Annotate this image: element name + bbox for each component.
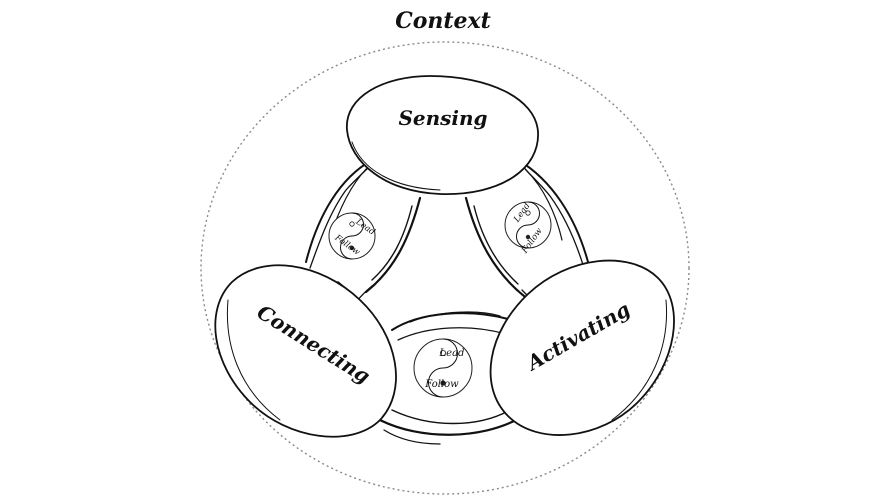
right-connector: Lead Follow [464,131,589,327]
bottom-yin-yang-icon: Lead Follow [413,338,473,398]
sensing-label: Sensing [398,106,487,130]
bottom-lead-label: Lead [439,348,465,359]
left-yin-yang-icon: Lead Follow [328,212,377,260]
context-title: Context [395,8,491,34]
context-boundary [200,41,690,495]
connecting-node: Connecting [214,264,397,438]
left-connector: Lead Follow [305,139,422,321]
activating-node: Activating [489,259,675,436]
sensing-node: Sensing [346,75,539,195]
bottom-follow-label: Follow [424,379,459,390]
right-yin-yang-icon: Lead Follow [504,201,552,256]
